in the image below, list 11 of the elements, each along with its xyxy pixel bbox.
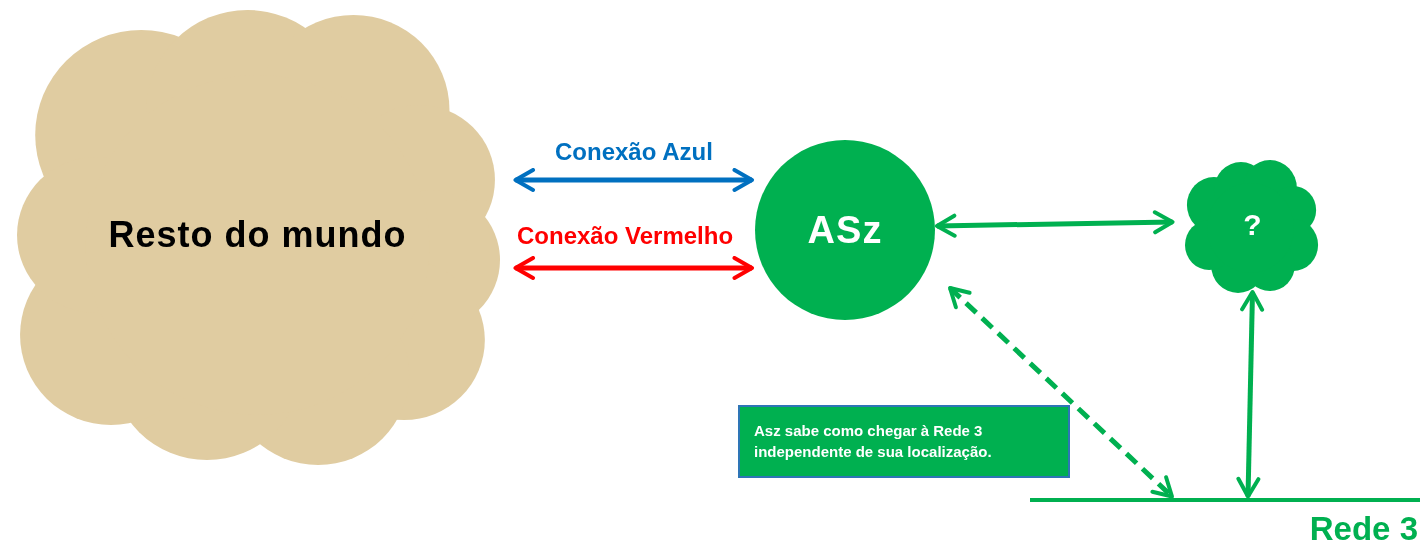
node-label: ASz bbox=[807, 208, 883, 252]
dashed-arrow bbox=[948, 286, 1174, 499]
double-arrow bbox=[1236, 290, 1265, 499]
network-label: Rede 3 bbox=[1309, 512, 1418, 545]
double-arrow bbox=[513, 168, 754, 192]
node-label: ? bbox=[1243, 208, 1262, 242]
note-text: Asz sabe como chegar à Rede 3 independente de sua localização. bbox=[754, 421, 993, 462]
double-arrow bbox=[935, 210, 1175, 238]
node-label: Resto do mundo bbox=[108, 214, 407, 256]
note-box bbox=[738, 405, 1070, 478]
double-arrow bbox=[513, 256, 754, 280]
